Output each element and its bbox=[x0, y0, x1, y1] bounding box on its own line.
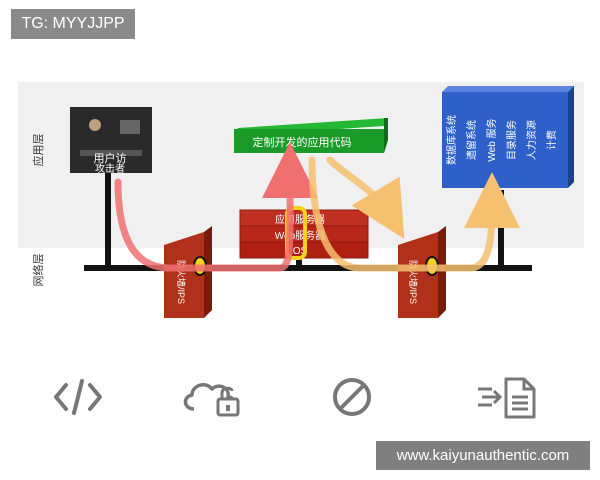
firewall-right-side bbox=[438, 226, 446, 318]
user-monitor bbox=[120, 120, 140, 134]
tg-badge: TG: MYYJJPP bbox=[11, 9, 135, 39]
user-link bbox=[105, 172, 111, 268]
service-label-0: 数据库系统 bbox=[445, 115, 458, 165]
service-label-1: 遗留系统 bbox=[465, 120, 478, 160]
user-box bbox=[70, 107, 152, 173]
service-label-4: 人力资源 bbox=[525, 120, 538, 160]
service-blocks: 数据库系统 遗留系统 Web 服务 目录服务 人力资源 bbox=[442, 86, 574, 188]
valid-path-down bbox=[308, 156, 520, 272]
firewall-left-label: 防火墙/IPS bbox=[176, 260, 187, 304]
service-label-5: 计费 bbox=[545, 130, 558, 150]
network-backbone bbox=[84, 265, 532, 271]
valid-path-loop bbox=[326, 156, 405, 240]
code-box-side bbox=[384, 118, 388, 153]
application-layer-label: 应用层 bbox=[31, 134, 45, 167]
code-icon bbox=[54, 379, 102, 415]
network-layer-label: 网络层 bbox=[31, 254, 45, 287]
service-label-2: Web 服务 bbox=[485, 118, 498, 161]
user-label-line1: 用户访 bbox=[94, 151, 127, 165]
import-document-icon bbox=[478, 377, 536, 419]
firewall-left bbox=[164, 232, 204, 318]
url-badge: www.kaiyunauthentic.com bbox=[376, 441, 590, 470]
firewall-right bbox=[398, 232, 438, 318]
os-label: OS bbox=[293, 246, 308, 257]
service-block: 计费 bbox=[542, 86, 574, 188]
firewall-right-label: 防火墙/IPS bbox=[408, 260, 419, 304]
user-label-line2: 攻击者 bbox=[95, 162, 125, 175]
firewall-left-side bbox=[204, 226, 212, 318]
code-box-label: 定制开发的应用代码 bbox=[253, 135, 352, 149]
user-desk bbox=[80, 150, 142, 156]
user-figure bbox=[89, 119, 101, 131]
cloud-unlock-icon bbox=[183, 383, 240, 417]
service-label-3: 目录服务 bbox=[505, 120, 518, 160]
prohibited-icon bbox=[333, 378, 371, 416]
services-link bbox=[498, 190, 504, 268]
attack-path bbox=[114, 142, 319, 272]
